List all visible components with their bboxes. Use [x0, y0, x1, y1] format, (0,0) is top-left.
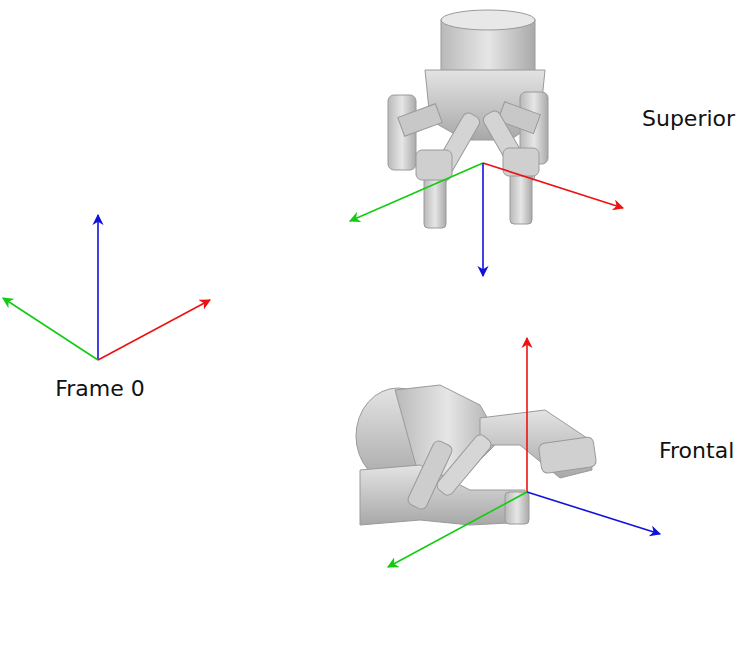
view-label: Frame 0: [55, 376, 145, 402]
gripper-superior: [388, 10, 548, 228]
frame-0-axes: [3, 215, 210, 360]
superior-axes: [350, 163, 623, 276]
view-label: Superior: [642, 106, 735, 132]
gripper-frontal: [356, 385, 597, 525]
frontal-axes: [388, 338, 660, 567]
view-label: Frontal: [659, 438, 734, 464]
